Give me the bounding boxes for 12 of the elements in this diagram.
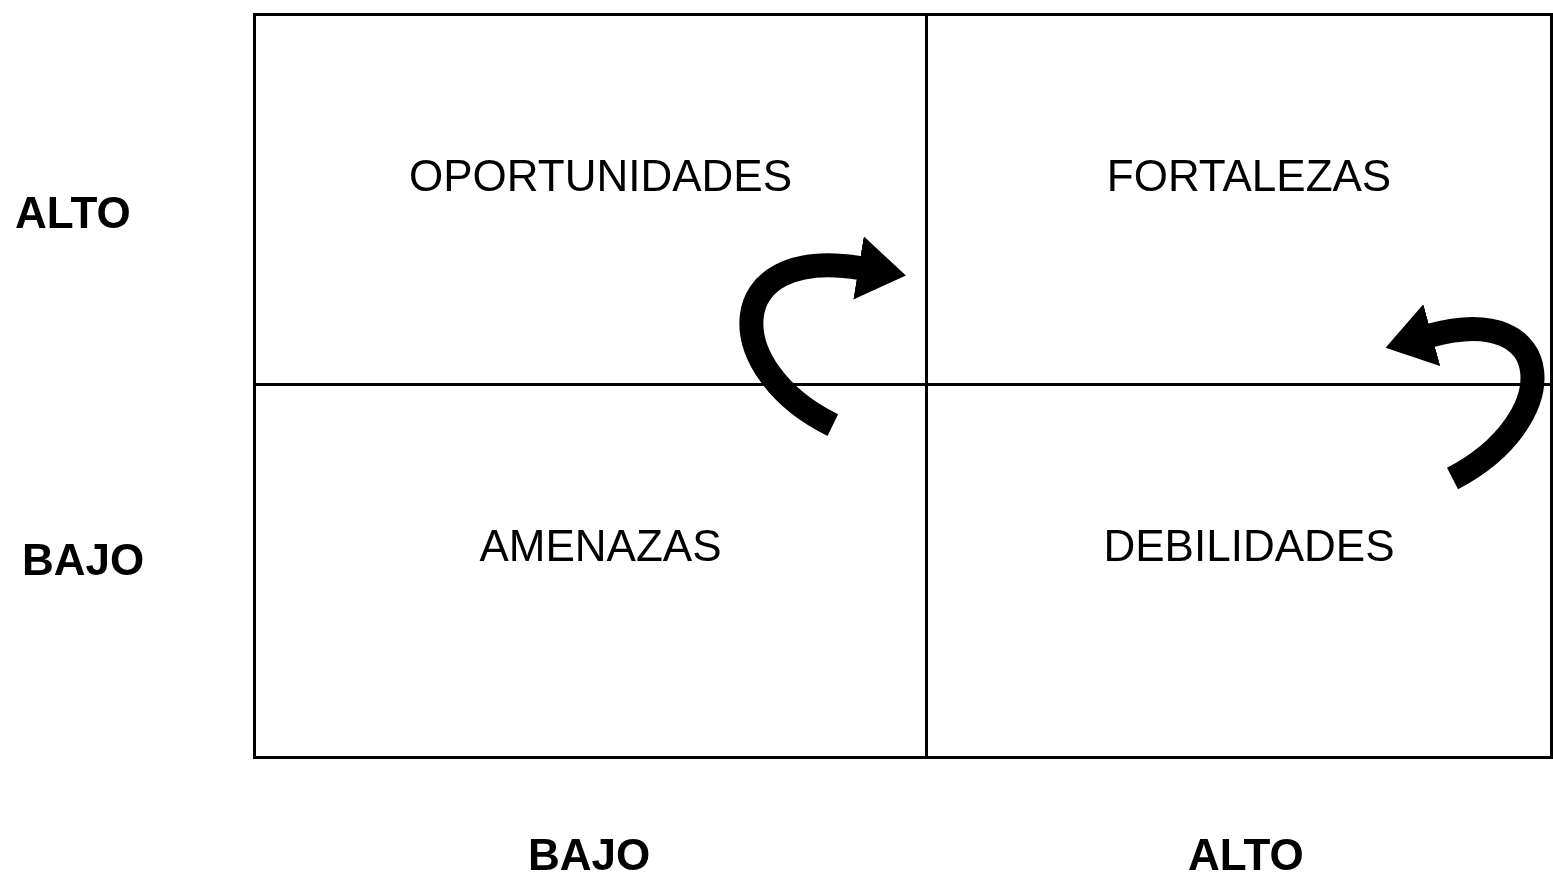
axis-label: ALTO [15,187,131,239]
quadrant-cell [925,13,1553,386]
quadrant-label: AMENAZAS [479,524,722,568]
quadrant-cell [253,13,928,386]
quadrant-label: DEBILIDADES [1103,524,1395,568]
quadrant-cell [925,383,1553,759]
axis-label: BAJO [528,829,651,872]
quadrant-label: FORTALEZAS [1106,154,1392,198]
quadrant-label: OPORTUNIDADES [409,154,792,198]
axis-label: ALTO [1188,829,1304,872]
axis-label: BAJO [22,534,145,586]
quadrant-cell [253,383,928,759]
